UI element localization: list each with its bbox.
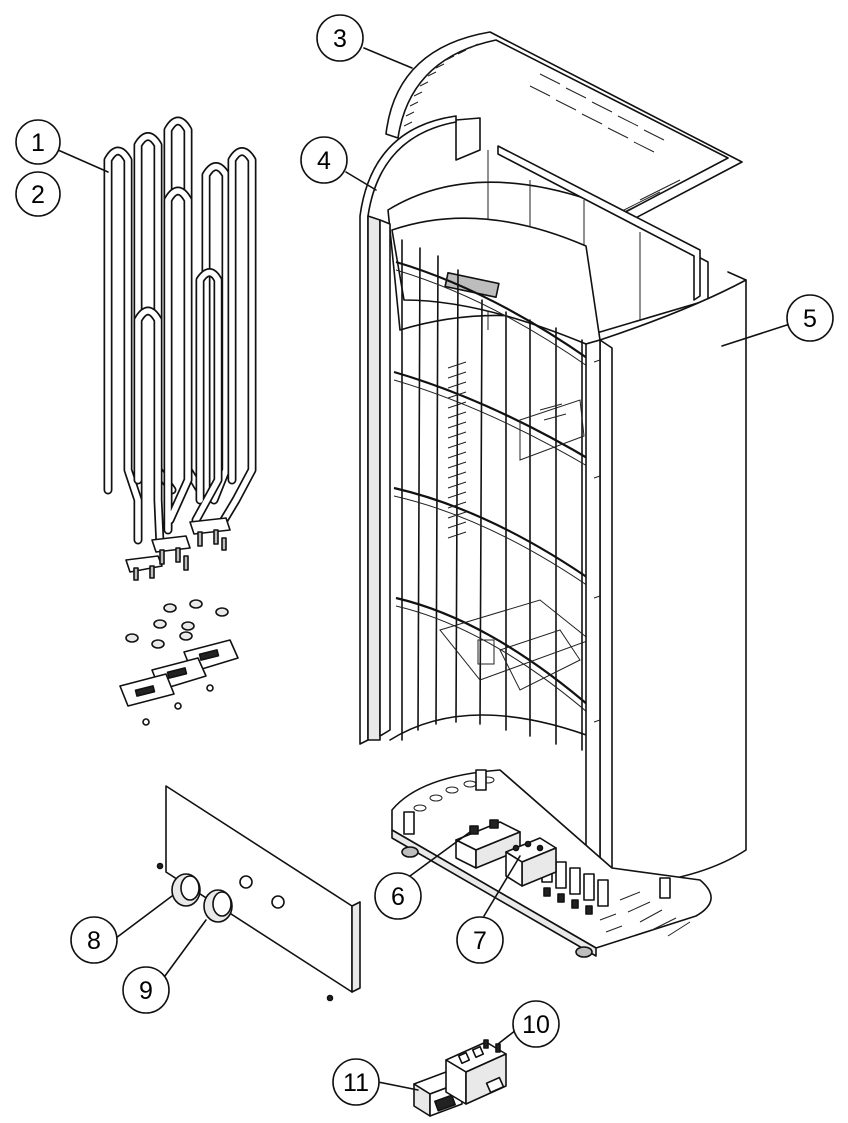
callout-7: 7 xyxy=(456,916,504,964)
heating-elements xyxy=(103,116,257,726)
heating-element-icon xyxy=(103,146,223,550)
element-terminals xyxy=(125,517,231,581)
callout-2: 2 xyxy=(15,171,61,217)
leader-lines xyxy=(57,47,791,1091)
svg-text:5: 5 xyxy=(803,305,817,333)
svg-text:2: 2 xyxy=(31,181,45,209)
right-side-panel-icon xyxy=(585,271,747,891)
top-cover-grille-icon xyxy=(385,31,743,245)
svg-text:11: 11 xyxy=(343,1069,369,1097)
callout-11: 11 xyxy=(332,1058,380,1106)
svg-text:6: 6 xyxy=(391,883,405,911)
svg-text:9: 9 xyxy=(139,977,153,1005)
control-knob-icon xyxy=(203,889,233,923)
contactor-icon xyxy=(445,1039,507,1105)
washers xyxy=(125,599,229,649)
heating-element-icon xyxy=(133,116,257,525)
heater-body xyxy=(359,115,747,891)
callout-6: 6 xyxy=(374,872,422,920)
front-control-panel xyxy=(156,785,361,1002)
svg-text:10: 10 xyxy=(522,1011,550,1039)
callout-3: 3 xyxy=(316,14,364,62)
callout-9: 9 xyxy=(122,966,170,1014)
svg-text:3: 3 xyxy=(333,25,347,53)
relay-icon xyxy=(455,819,521,869)
callout-4: 4 xyxy=(300,136,348,184)
svg-text:1: 1 xyxy=(31,129,45,157)
svg-text:4: 4 xyxy=(317,147,331,175)
callout-10: 10 xyxy=(512,1000,560,1048)
svg-text:7: 7 xyxy=(473,927,487,955)
left-side-panel-icon xyxy=(359,115,457,745)
svg-text:8: 8 xyxy=(87,927,101,955)
callout-5: 5 xyxy=(786,294,834,342)
callout-1: 1 xyxy=(15,119,61,165)
element-flanges xyxy=(119,639,239,726)
control-knob-icon xyxy=(171,873,201,907)
callout-8: 8 xyxy=(70,916,118,964)
